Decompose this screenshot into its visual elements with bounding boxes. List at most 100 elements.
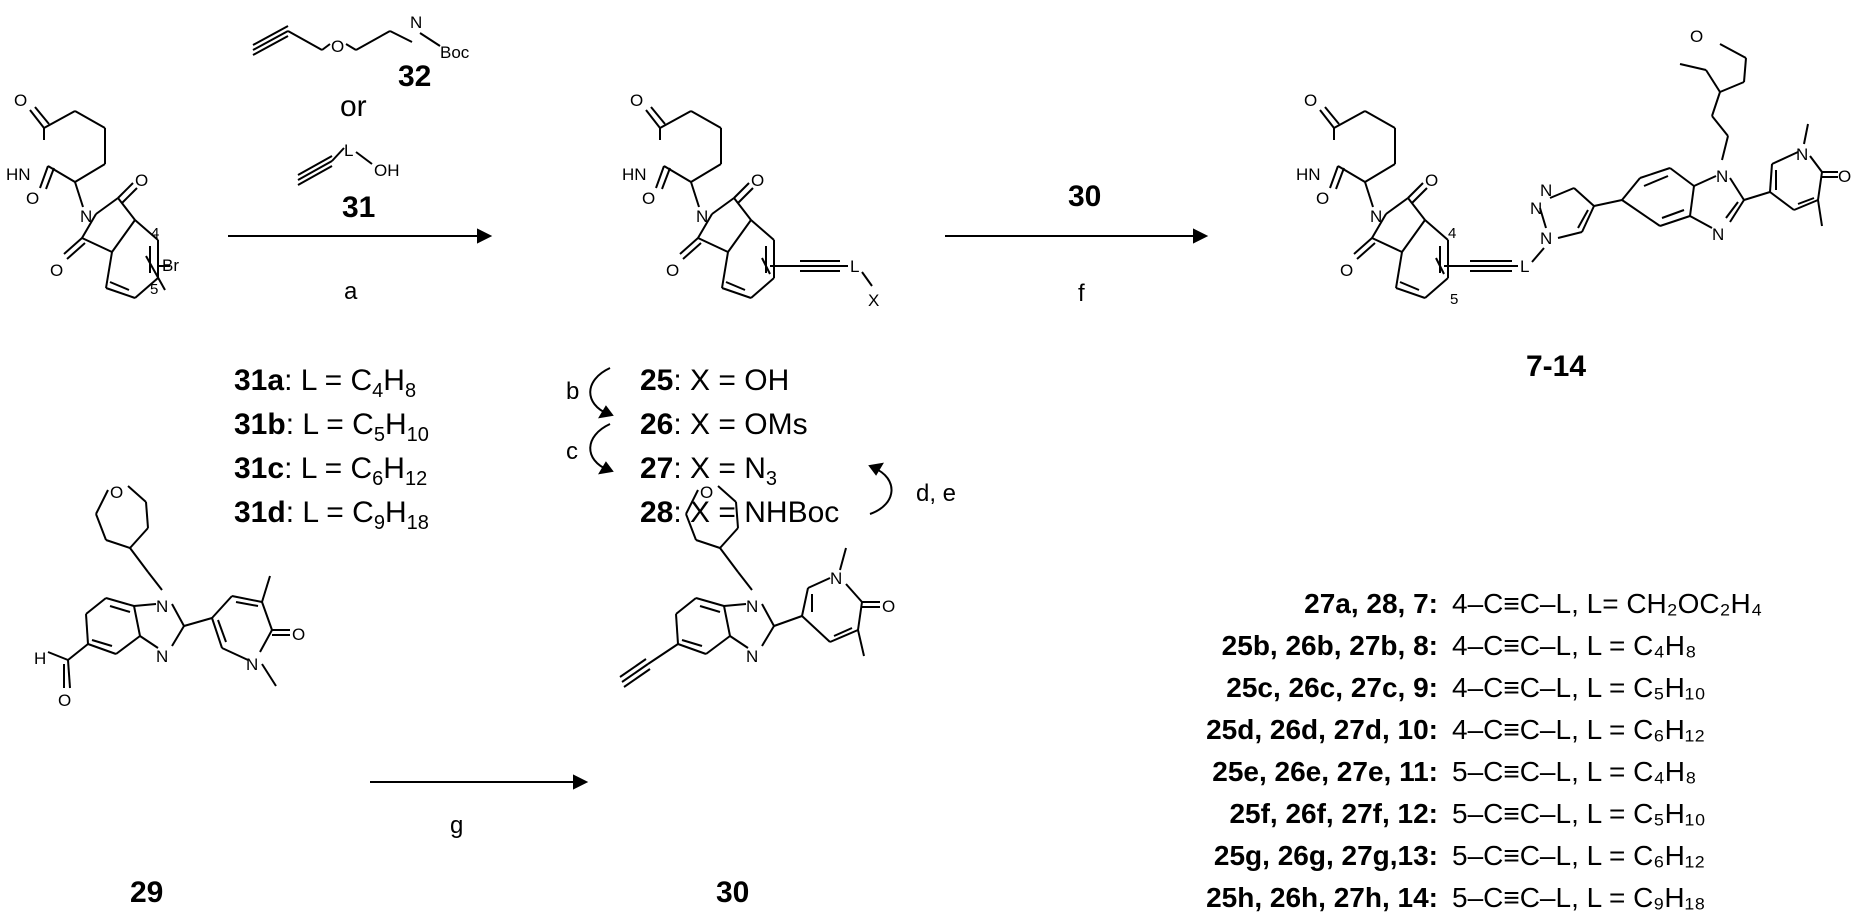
arrow-step-g [370,774,589,790]
table-row: 25e, 26e, 27e, 11: 5–C≡C–L, L = C₄H₈ [1027,756,1847,798]
table-compound-ids: 25d, 26d, 27d, 10: [1206,714,1438,745]
linker-31c: 31c: L = C6H12 [234,452,428,490]
atom-O-29cho: O [58,691,71,710]
compound-7-14-label: 7-14 [1526,350,1587,383]
alkyne-30-structure [619,485,880,688]
atom-O-3py: O [1838,167,1851,186]
reagent-32-structure [252,25,441,56]
x-series-26: 26: X = OMs [640,408,808,441]
atom-O-3thp: O [1690,27,1703,46]
atom-N-2: N [696,207,708,226]
compound-table: 27a, 28, 7: 4–C≡C–L, L= CH₂OC₂H₄ 25b, 26b… [1027,588,1847,924]
table-compound-ids: 25e, 26e, 27e, 11: [1212,756,1438,787]
atom-O-3b: O [1316,189,1329,208]
linker-31d: 31d: L = C9H18 [234,496,429,534]
reagent-b-label: b [566,378,580,405]
reagent-30-over-arrow: 30 [1068,180,1102,213]
arrow-step-b [589,367,614,419]
compound-31-label: 31 [342,191,376,224]
table-compound-ids: 25b, 26b, 27b, 8: [1221,630,1438,661]
atom-O-30thp: O [700,483,713,502]
table-description: 4–C≡C–L, L = C₄H₈ [1452,630,1697,661]
atom-N-32: N [410,13,422,32]
atom-O-3d: O [1340,261,1353,280]
atom-N-3t2: N [1530,199,1542,218]
atom-N-30b: N [746,647,758,666]
atom-N-30a: N [746,597,758,616]
table-description: 4–C≡C–L, L= CH₂OC₂H₄ [1452,588,1763,619]
atom-L-2: L [850,257,859,276]
linker-31b: 31b: L = C5H10 [234,408,429,446]
atom-N-29b: N [156,647,168,666]
x-series-28: 28: X = NHBoc [640,496,840,529]
reagent-c-label: c [566,438,578,465]
atom-OH-31: OH [374,161,400,180]
atom-N-29py: N [246,655,258,674]
table-description: 5–C≡C–L, L = C₄H₈ [1452,756,1697,787]
table-description: 4–C≡C–L, L = C₆H₁₂ [1452,714,1706,745]
bromo-thalidomide-structure [29,106,170,299]
table-row: 25g, 26g, 27g,13:5–C≡C–L, L = C₆H₁₂ [1027,840,1847,882]
x-series-25: 25: X = OH [640,364,790,397]
table-compound-ids: 25g, 26g, 27g,13: [1213,840,1438,871]
position-5-label-3: 5 [1450,291,1458,308]
atom-O-2c: O [751,171,764,190]
or-label: or [340,90,367,123]
reagent-31-structure [297,147,373,186]
atom-O-1b: O [26,189,39,208]
arrow-step-f [945,228,1209,244]
reagent-a-label: a [344,278,358,305]
atom-X-2: X [868,291,879,310]
intermediate-25-28-structure [645,106,873,299]
atom-O-1d: O [50,261,63,280]
table-row: 25b, 26b, 27b, 8: 4–C≡C–L, L = C₄H₈ [1027,630,1847,672]
table-row: 25h, 26h, 27h, 14:5–C≡C–L, L = C₉H₁₈ [1027,882,1847,924]
atom-Boc-32: Boc [440,43,470,62]
atom-L-3: L [1520,257,1529,276]
arrow-step-de [868,462,893,515]
atom-O-29thp: O [110,483,123,502]
table-description: 5–C≡C–L, L = C₉H₁₈ [1452,882,1706,913]
linker-31a: 31a: L = C4H8 [234,364,417,402]
table-description: 5–C≡C–L, L = C₅H₁₀ [1452,798,1706,829]
compound-30-label: 30 [716,876,750,909]
reagent-f-label: f [1078,280,1085,307]
atom-N-3: N [1370,207,1382,226]
arrow-step-c [589,423,614,475]
atom-N-30py: N [830,569,842,588]
reagent-de-label: d, e [916,480,957,507]
atom-O-1c: O [135,171,148,190]
atom-O-2b: O [642,189,655,208]
atom-N-1: N [80,207,92,226]
atom-N-3b1: N [1716,167,1728,186]
atom-O-3a: O [1304,91,1317,110]
position-4-label-3: 4 [1448,225,1456,242]
atom-O-30py: O [882,597,895,616]
atom-HN-3: HN [1296,165,1321,184]
atom-O-2d: O [666,261,679,280]
table-compound-ids: 27a, 28, 7: [1304,588,1438,619]
atom-O-32: O [331,37,344,56]
atom-L-31: L [344,141,353,160]
atom-N-3t3: N [1540,181,1552,200]
table-description: 4–C≡C–L, L = C₅H₁₀ [1452,672,1706,703]
table-compound-ids: 25c, 26c, 27c, 9: [1226,672,1438,703]
atom-N-3py: N [1796,145,1808,164]
product-7-14-structure [1319,43,1838,299]
table-row: 25c, 26c, 27c, 9: 4–C≡C–L, L = C₅H₁₀ [1027,672,1847,714]
table-row: 27a, 28, 7: 4–C≡C–L, L= CH₂OC₂H₄ [1027,588,1847,630]
aldehyde-29-structure [47,485,290,689]
compound-29-label: 29 [130,876,164,909]
atom-N-3b2: N [1712,225,1724,244]
atom-N-3t1: N [1540,229,1552,248]
reagent-g-label: g [450,812,464,839]
position-4-label-1: 4 [151,225,159,242]
x-series-27: 27: X = N3 [640,452,778,490]
table-row: 25f, 26f, 27f, 12:5–C≡C–L, L = C₅H₁₀ [1027,798,1847,840]
atom-H-29: H [34,649,46,668]
atom-N-29a: N [156,597,168,616]
atom-O-29py: O [292,625,305,644]
arrow-step-a [228,228,493,244]
atom-Br-1: Br [162,256,179,275]
